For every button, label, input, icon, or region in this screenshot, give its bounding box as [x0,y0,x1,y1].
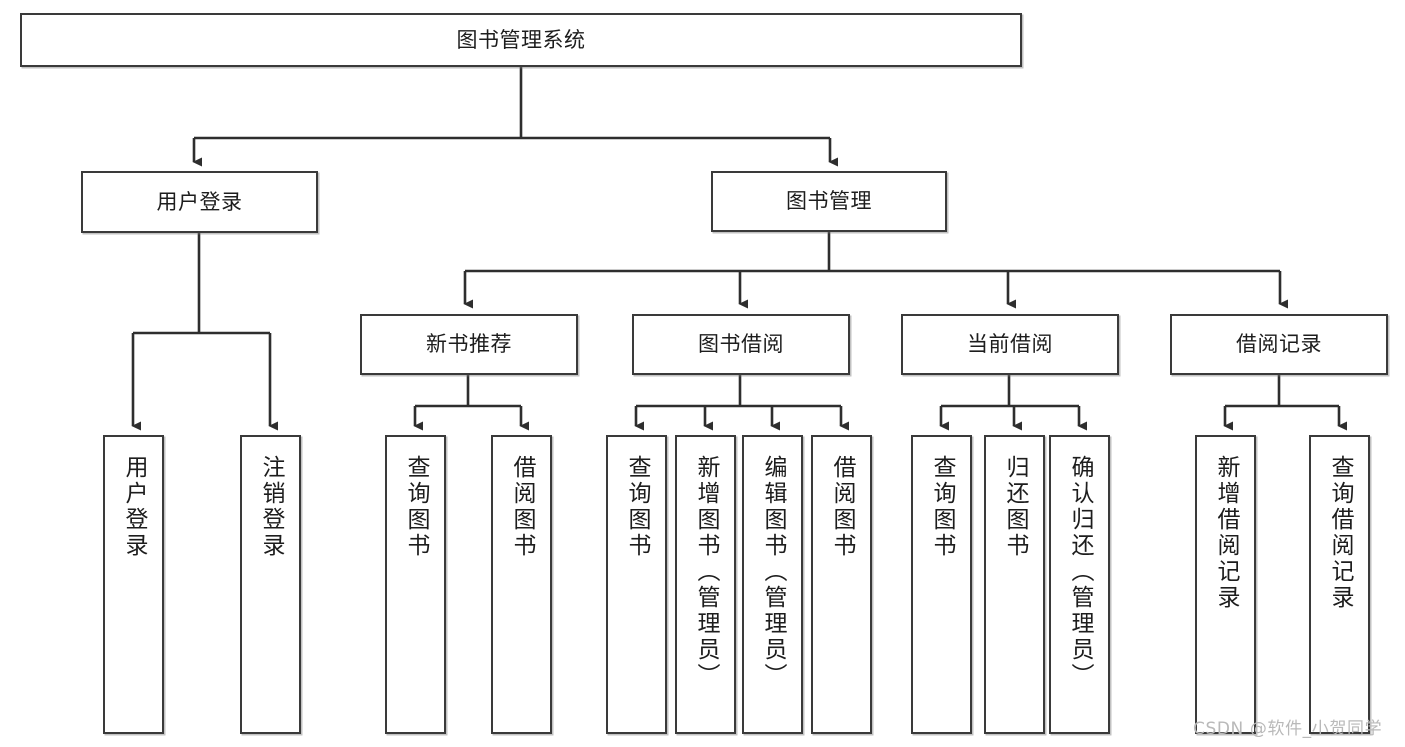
node-label: 查询图书 [929,455,955,559]
csdn-watermark: CSDN @软件_小贺同学 [1193,719,1383,739]
node-book-management[interactable]: 图书管理 [711,171,947,232]
node-user-login[interactable]: 用户登录 [81,171,318,233]
node-label: 新增图书（管理员） [693,455,719,689]
node-label: 借阅图书 [509,455,535,559]
node-book-borrow[interactable]: 图书借阅 [632,314,850,375]
leaf-borrow-borrow-book[interactable]: 借阅图书 [811,435,872,734]
node-current-borrow[interactable]: 当前借阅 [901,314,1119,375]
leaf-borrow-add-book[interactable]: 新增图书（管理员） [675,435,736,734]
node-label: 借阅图书 [829,455,855,559]
node-label: 借阅记录 [1236,332,1322,357]
node-label: 查询借阅记录 [1327,455,1353,611]
leaf-borrow-edit-book[interactable]: 编辑图书（管理员） [742,435,803,734]
node-label: 图书借阅 [698,332,784,357]
leaf-user-login-login[interactable]: 用户登录 [103,435,164,734]
leaf-borrow-query-book[interactable]: 查询图书 [606,435,667,734]
node-borrow-record[interactable]: 借阅记录 [1170,314,1388,375]
leaf-current-return-book[interactable]: 归还图书 [984,435,1045,734]
leaf-record-query-record[interactable]: 查询借阅记录 [1309,435,1370,734]
node-label: 当前借阅 [967,332,1053,357]
leaf-recommend-borrow-book[interactable]: 借阅图书 [491,435,552,734]
node-label: 编辑图书（管理员） [760,455,786,689]
node-root-system[interactable]: 图书管理系统 [20,13,1022,67]
node-label: 注销登录 [258,455,284,559]
node-label: 查询图书 [624,455,650,559]
leaf-current-query-book[interactable]: 查询图书 [911,435,972,734]
leaf-record-add-record[interactable]: 新增借阅记录 [1195,435,1256,734]
node-label: 归还图书 [1002,455,1028,559]
node-label: 用户登录 [121,455,147,559]
leaf-user-login-logout[interactable]: 注销登录 [240,435,301,734]
node-label: 新书推荐 [426,332,512,357]
node-label: 查询图书 [403,455,429,559]
node-label: 图书管理 [786,189,872,214]
node-label: 确认归还（管理员） [1067,455,1093,689]
leaf-current-confirm-return[interactable]: 确认归还（管理员） [1049,435,1110,734]
node-label: 图书管理系统 [456,27,586,52]
node-label: 新增借阅记录 [1213,455,1239,611]
leaf-recommend-query-book[interactable]: 查询图书 [385,435,446,734]
node-new-book-recommend[interactable]: 新书推荐 [360,314,578,375]
node-label: 用户登录 [156,189,243,214]
